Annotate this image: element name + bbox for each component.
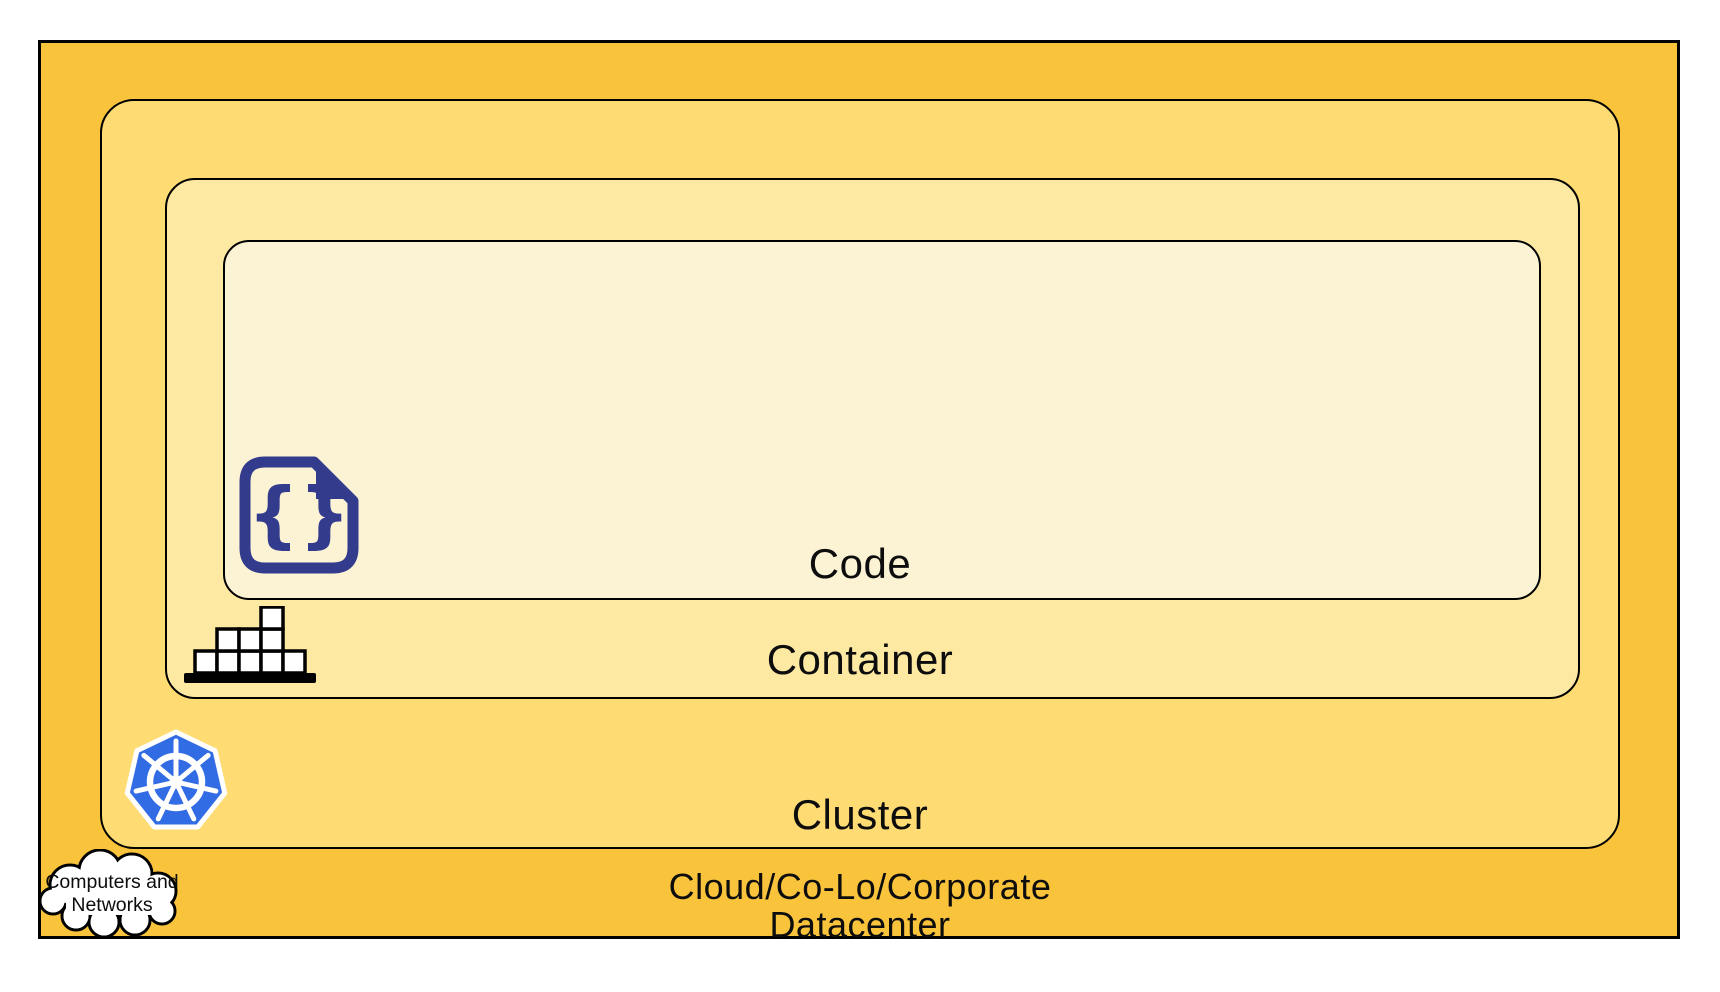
- datacenter-label-line1: Cloud/Co-Lo/Corporate: [668, 866, 1052, 907]
- layer-code: [223, 240, 1541, 600]
- datacenter-label: Cloud/Co-Lo/Corporate Datacenter: [0, 868, 1720, 944]
- code-label: Code: [808, 540, 912, 587]
- cloud-text-line1: Computers and: [45, 871, 178, 893]
- container-bricks-icon: [184, 606, 316, 683]
- cluster-label: Cluster: [791, 791, 929, 838]
- code-file-icon: {}: [239, 456, 359, 574]
- svg-text:{}: {}: [248, 472, 351, 556]
- cloud-computers-networks-icon: Computers and Networks: [38, 849, 179, 939]
- cloud-text-line2: Networks: [71, 894, 153, 916]
- container-label: Container: [766, 636, 954, 683]
- kubernetes-logo-icon: [124, 729, 228, 830]
- datacenter-label-line2: Datacenter: [769, 904, 951, 945]
